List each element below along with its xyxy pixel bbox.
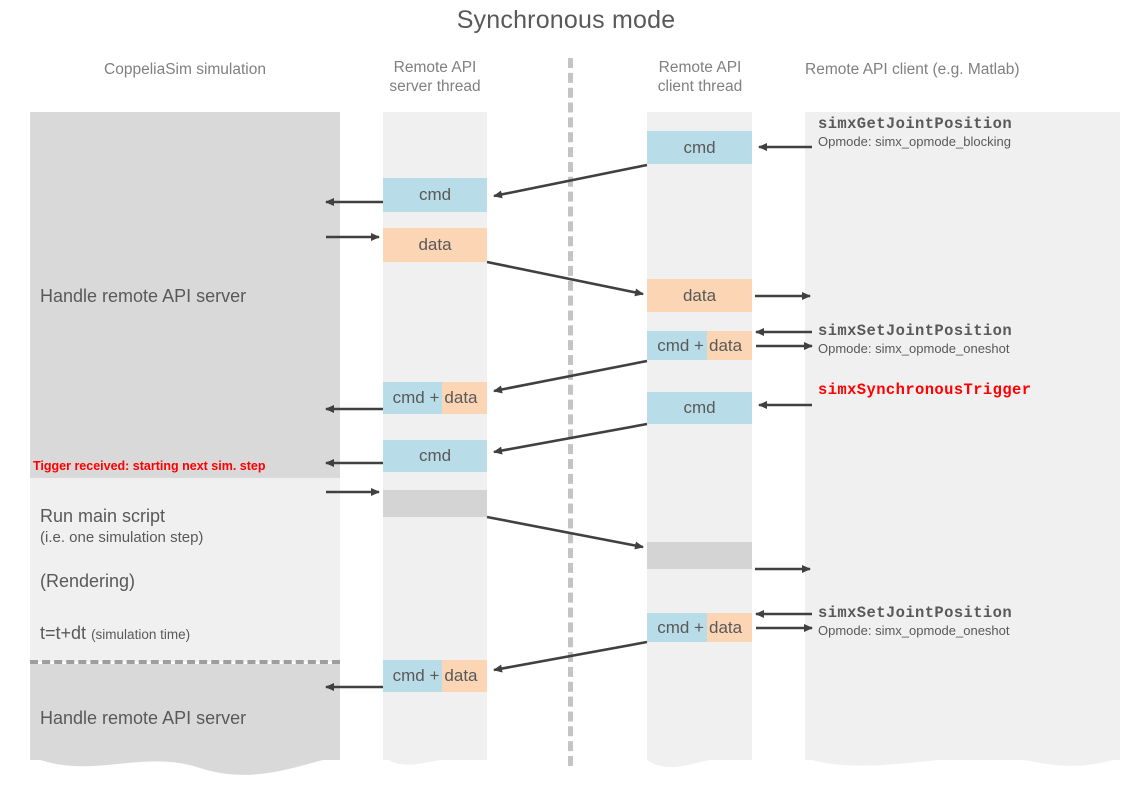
client-block-cmd-2: cmd — [647, 392, 752, 424]
label-run-main-script-sub: (i.e. one simulation step) — [40, 529, 204, 546]
api-call-get-joint-position-name: simxGetJointPosition — [818, 115, 1013, 133]
column-header-simulation-label: CoppeliaSim simulation — [104, 61, 266, 78]
label-handle-remote-api-server-bottom: Handle remote API server — [40, 708, 247, 728]
api-call-set-joint-position-2: simxSetJointPosition Opmode: simx_opmode… — [818, 604, 1012, 638]
column-header-client: Remote API client (e.g. Matlab) — [805, 60, 1125, 79]
wavy-edge-server — [383, 756, 487, 765]
server-block-cmd-data-2-cmd: cmd + — [383, 660, 443, 692]
api-call-synchronous-trigger-name: simxSynchronousTrigger — [818, 381, 1032, 399]
server-block-cmd-data-1: cmd + data — [383, 382, 487, 414]
server-block-cmd-1: cmd — [383, 178, 487, 212]
client-block-cmd-data-1-data: data — [707, 331, 752, 360]
api-call-synchronous-trigger: simxSynchronousTrigger — [818, 381, 1031, 399]
lane-simulation-step — [30, 478, 340, 662]
label-simulation-time: t=t+dt (simulation time) — [40, 622, 190, 646]
column-header-simulation: CoppeliaSim simulation — [30, 60, 340, 79]
label-run-main-script: Run main script — [40, 506, 166, 526]
server-block-cmd-data-2: cmd + data — [383, 660, 487, 692]
server-block-cmd-data-1-data: data — [442, 382, 487, 414]
lane-api-client — [805, 112, 1120, 766]
network-boundary-divider — [568, 58, 573, 766]
api-call-set-joint-position-1-opmode: Opmode: simx_opmode_oneshot — [818, 341, 1010, 356]
api-call-set-joint-position-2-name: simxSetJointPosition — [818, 604, 1013, 622]
lane-simulation-handle-server-top — [30, 112, 340, 478]
wavy-edge-simulation — [30, 756, 340, 775]
client-block-cmd-1: cmd — [647, 131, 752, 164]
label-handle-remote-api-server-top: Handle remote API server — [40, 286, 247, 306]
column-header-client-label: Remote API client (e.g. Matlab) — [805, 61, 1020, 78]
server-block-data-1: data — [383, 228, 487, 262]
simulation-time-divider — [30, 660, 340, 664]
api-call-set-joint-position-1-name: simxSetJointPosition — [818, 322, 1013, 340]
client-block-data-1: data — [647, 279, 752, 312]
arrow-server-data-to-client-1 — [486, 260, 644, 297]
client-block-cmd-data-2: cmd + data — [647, 613, 752, 642]
lane-client-thread — [647, 112, 752, 767]
lane-simulation-handle-server-bottom — [30, 664, 340, 775]
client-block-cmd-data-2-cmd: cmd + — [647, 613, 707, 642]
lane-server-thread — [383, 112, 487, 765]
api-call-set-joint-position-1: simxSetJointPosition Opmode: simx_opmode… — [818, 322, 1012, 356]
label-simulation-time-sub: (simulation time) — [91, 627, 191, 642]
column-header-client-thread: Remote API client thread — [640, 58, 760, 96]
api-call-get-joint-position: simxGetJointPosition Opmode: simx_opmode… — [818, 115, 1012, 149]
column-header-client-thread-line2: client thread — [657, 78, 743, 95]
server-block-cmd-data-1-cmd: cmd + — [383, 382, 443, 414]
label-rendering: (Rendering) — [40, 571, 136, 591]
column-header-server-thread: Remote API server thread — [375, 58, 495, 96]
arrow-server-busy-to-client-busy — [486, 515, 644, 550]
server-block-cmd-data-2-data: data — [442, 660, 487, 692]
column-header-server-thread-line2: server thread — [389, 78, 481, 95]
server-block-busy — [383, 490, 487, 517]
api-call-set-joint-position-2-opmode: Opmode: simx_opmode_oneshot — [818, 623, 1010, 638]
label-simulation-time-formula: t=t+dt — [40, 623, 87, 643]
server-block-cmd-2: cmd — [383, 440, 487, 472]
column-header-client-thread-line1: Remote API — [658, 59, 742, 76]
client-block-cmd-data-2-data: data — [707, 613, 752, 642]
api-call-get-joint-position-opmode: Opmode: simx_opmode_blocking — [818, 134, 1011, 149]
page-title: Synchronous mode — [456, 6, 676, 34]
wavy-edge-api-client — [805, 756, 1120, 766]
label-trigger-received: Tigger received: starting next sim. step — [33, 459, 266, 473]
wavy-edge-client — [647, 756, 752, 767]
column-header-server-thread-line1: Remote API — [393, 59, 477, 76]
client-block-busy — [647, 542, 752, 569]
client-block-cmd-data-1: cmd + data — [647, 331, 752, 360]
client-block-cmd-data-1-cmd: cmd + — [647, 331, 707, 360]
